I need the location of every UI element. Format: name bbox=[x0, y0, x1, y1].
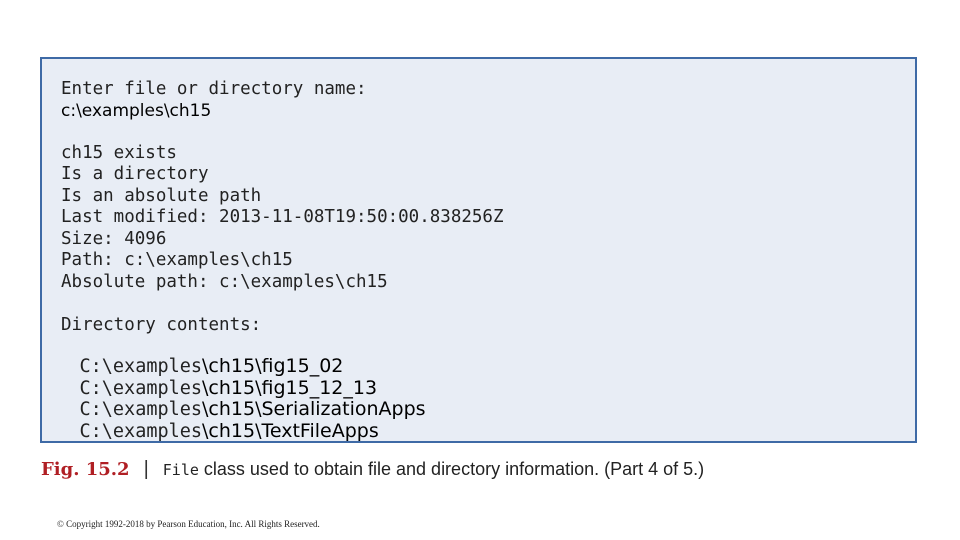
directory-entry: C:\examples\ch15\fig15_12_13 bbox=[61, 358, 378, 419]
directory-entry: C:\examples\ch15\SerializationApps bbox=[61, 379, 426, 440]
output-line: Path: c:\examples\ch15 bbox=[61, 250, 293, 270]
console-output-panel: Enter file or directory name: c:\example… bbox=[40, 57, 917, 443]
path-suffix: \ch15\fig15_12_13 bbox=[202, 377, 378, 399]
figure-caption: Fig. 15.2 | File class used to obtain file… bbox=[41, 458, 704, 481]
output-line: Is an absolute path bbox=[61, 186, 262, 206]
caption-separator: | bbox=[143, 458, 149, 480]
user-input-text: c:\examples\ch15 bbox=[61, 101, 212, 121]
prompt-text: Enter file or directory name: bbox=[61, 79, 367, 99]
directory-contents-header: Directory contents: bbox=[61, 315, 262, 335]
caption-text: class used to obtain file and directory … bbox=[198, 459, 705, 479]
path-prefix: C:\examples bbox=[79, 421, 203, 442]
copyright-notice: © Copyright 1992-2018 by Pearson Educati… bbox=[57, 519, 320, 529]
path-prefix: C:\examples bbox=[79, 399, 203, 420]
path-prefix: C:\examples bbox=[79, 356, 203, 377]
directory-entry: C:\examples\ch15\TextFileApps bbox=[61, 401, 379, 462]
caption-code: File bbox=[162, 461, 199, 479]
path-suffix: \ch15\TextFileApps bbox=[202, 420, 379, 442]
output-line: Size: 4096 bbox=[61, 229, 167, 249]
path-suffix: \ch15\fig15_02 bbox=[202, 355, 344, 377]
output-line: Is a directory bbox=[61, 164, 209, 184]
output-line: Absolute path: c:\examples\ch15 bbox=[61, 272, 388, 292]
directory-entry: C:\examples\ch15\fig15_02 bbox=[61, 336, 344, 397]
path-suffix: \ch15\SerializationApps bbox=[202, 398, 426, 420]
output-line: Last modified: 2013-11-08T19:50:00.83825… bbox=[61, 207, 504, 227]
figure-label: Fig. 15.2 bbox=[41, 459, 130, 480]
path-prefix: C:\examples bbox=[79, 378, 203, 399]
output-line: ch15 exists bbox=[61, 143, 177, 163]
